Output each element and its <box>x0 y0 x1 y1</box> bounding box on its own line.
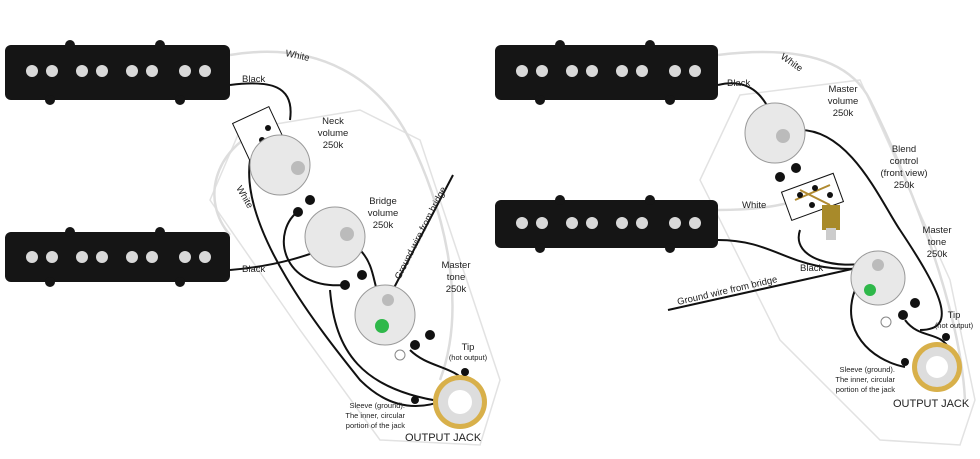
svg-text:Master: Master <box>441 260 470 271</box>
svg-text:250k: 250k <box>373 220 394 231</box>
svg-text:volume: volume <box>368 208 399 219</box>
pole-pieces <box>26 65 211 263</box>
svg-text:Master: Master <box>922 225 951 236</box>
bridge-volume-pot <box>304 206 367 290</box>
svg-text:Sleeve (ground).: Sleeve (ground). <box>840 365 895 374</box>
blend-control-pot <box>780 172 845 240</box>
svg-text:The inner, circular: The inner, circular <box>345 411 405 420</box>
svg-text:portion of the jack: portion of the jack <box>836 385 895 394</box>
neck-volume-pot <box>231 105 315 217</box>
output-jack <box>411 368 487 429</box>
svg-text:Sleeve (ground).: Sleeve (ground). <box>350 401 405 410</box>
svg-text:250k: 250k <box>894 180 915 191</box>
svg-text:Neck: Neck <box>322 116 344 127</box>
svg-text:250k: 250k <box>927 249 948 260</box>
svg-text:tone: tone <box>447 272 466 283</box>
svg-text:control: control <box>890 156 919 167</box>
label-white-wire-2: White <box>742 200 766 211</box>
bridge-pickup <box>5 227 230 287</box>
label-sleeve: Sleeve (ground).The inner, circularporti… <box>835 365 895 394</box>
tone-capacitor <box>864 284 876 296</box>
label-tip: Tip(hot output) <box>449 342 488 362</box>
bridge-pickup <box>495 195 718 253</box>
right-diagram: White Black White Black Mastervolume250k… <box>495 40 976 446</box>
svg-text:250k: 250k <box>833 108 854 119</box>
control-plate-outline <box>209 109 501 446</box>
svg-text:Bridge: Bridge <box>369 196 396 207</box>
label-tip: Tip(hot output) <box>935 310 974 330</box>
master-tone-pot <box>354 284 435 361</box>
master-volume-pot <box>744 102 806 182</box>
svg-text:(hot output): (hot output) <box>449 353 488 362</box>
neck-pickup <box>495 40 718 105</box>
label-black-wire: Black <box>242 74 265 85</box>
svg-text:Master: Master <box>828 84 857 95</box>
label-sleeve: Sleeve (ground).The inner, circularporti… <box>345 401 405 430</box>
svg-text:Tip: Tip <box>462 342 475 353</box>
svg-text:250k: 250k <box>446 284 467 295</box>
label-black-wire-2: Black <box>800 263 823 274</box>
neck-pickup <box>5 40 230 105</box>
svg-text:Blend: Blend <box>892 144 916 155</box>
master-tone-pot <box>850 250 920 328</box>
white-wire-neck <box>229 50 454 381</box>
svg-text:volume: volume <box>828 96 859 107</box>
svg-text:tone: tone <box>928 237 947 248</box>
label-black-wire: Black <box>727 78 750 89</box>
label-white-wire: White <box>284 48 310 64</box>
svg-text:250k: 250k <box>323 140 344 151</box>
control-plate-outline <box>699 79 976 446</box>
svg-text:portion of the jack: portion of the jack <box>346 421 405 430</box>
pole-pieces <box>516 65 701 229</box>
label-ground-wire: Ground wire from bridge <box>676 274 778 308</box>
label-output-jack: OUTPUT JACK <box>893 398 970 410</box>
svg-text:(hot output): (hot output) <box>935 321 974 330</box>
blend-shaft <box>822 205 840 230</box>
svg-text:volume: volume <box>318 128 349 139</box>
svg-text:Tip: Tip <box>948 310 961 321</box>
label-output-jack: OUTPUT JACK <box>405 432 482 444</box>
label-black-wire-2: Black <box>242 264 265 275</box>
svg-text:The inner, circular: The inner, circular <box>835 375 895 384</box>
tone-capacitor <box>375 319 389 333</box>
svg-text:(front view): (front view) <box>881 168 928 179</box>
output-jack <box>901 333 962 392</box>
